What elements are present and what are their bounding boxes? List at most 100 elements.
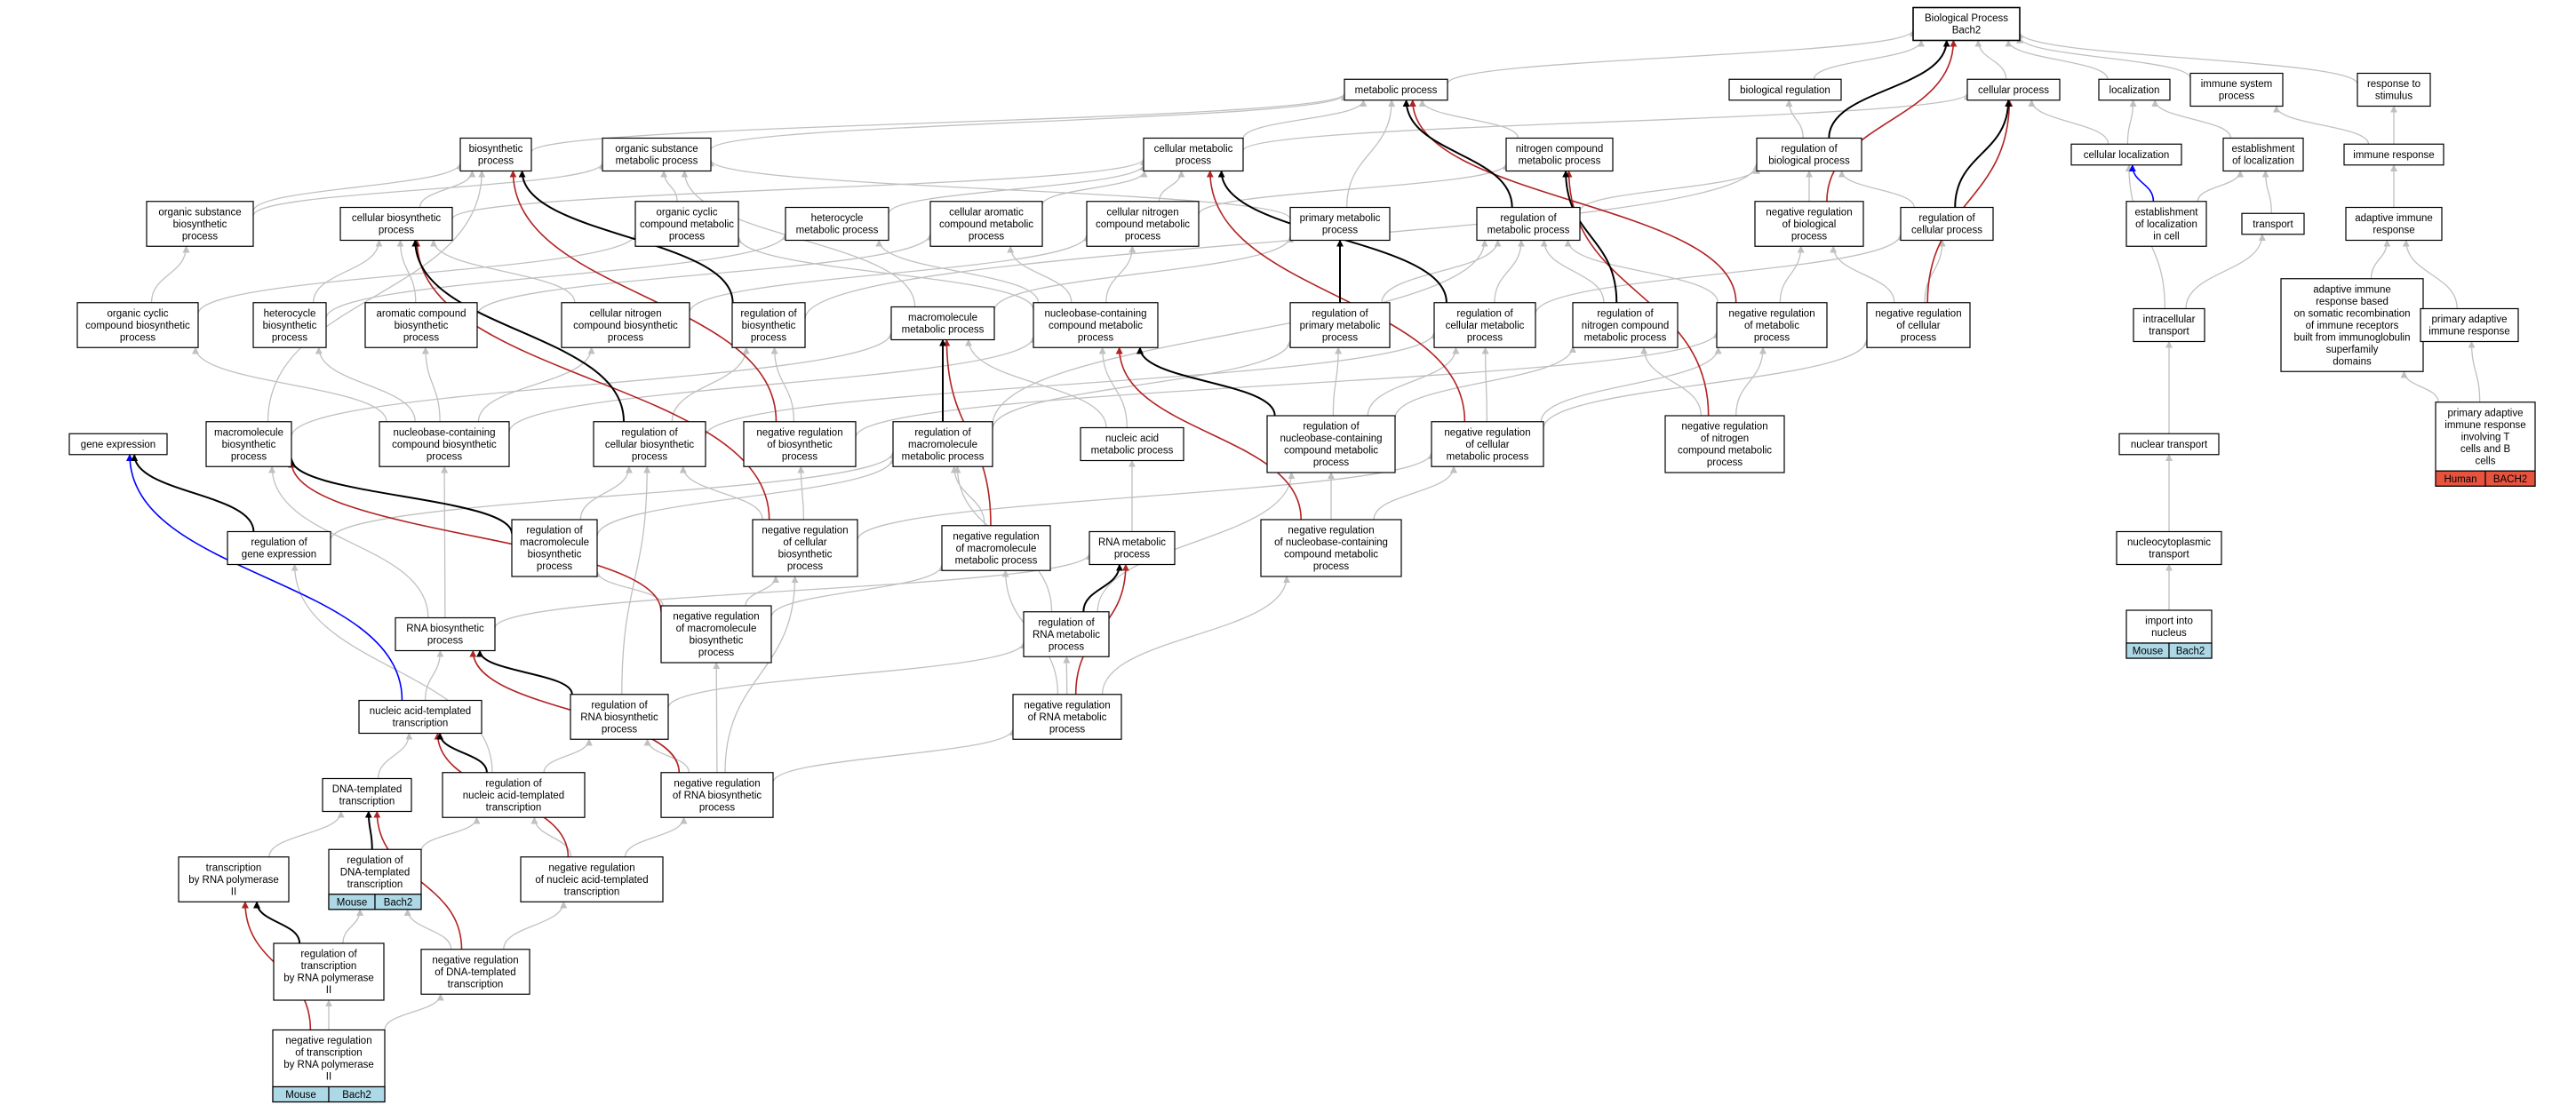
node-label-line: primary adaptive: [2431, 314, 2507, 325]
node-box: [1143, 137, 1244, 172]
node-metabolic[interactable]: metabolic process: [1344, 78, 1448, 101]
node-box: [1344, 78, 1448, 101]
node-label-line: nitrogen compound: [1582, 321, 1669, 331]
node-box: [1080, 426, 1184, 462]
node-label-line: biological process: [1768, 156, 1850, 167]
node-box: [511, 519, 598, 577]
node-cellproc[interactable]: cellular process: [1966, 78, 2061, 101]
node-bioreg[interactable]: biological regulation: [1728, 78, 1842, 101]
node-label-line: organic cyclic: [656, 207, 717, 218]
node-localization[interactable]: localization: [2098, 78, 2171, 101]
node-geneexp[interactable]: gene expression: [68, 433, 168, 456]
node-label-line: metabolic process: [616, 156, 698, 167]
node-box: [1912, 6, 2021, 42]
node-regnucmet[interactable]: regulation ofnucleobase-containingcompou…: [1266, 415, 1396, 473]
edge-negregnattrans-to-regnattrans: [530, 816, 572, 857]
node-cellloc[interactable]: cellular localization: [2070, 143, 2182, 166]
node-label-line: cells and B: [2460, 444, 2511, 455]
node-label-line: process: [1078, 332, 1114, 343]
node-label-line: nuclear transport: [2131, 440, 2208, 450]
node-label-line: II: [326, 985, 331, 996]
node-label-line: DNA-templated: [332, 784, 403, 795]
node-regmacrobio[interactable]: regulation ofmacromoleculebiosyntheticpr…: [511, 519, 598, 577]
node-label-line: process: [1791, 231, 1828, 242]
edge-regtranspol2-to-regdnatrans: [342, 909, 364, 944]
node-box: [602, 137, 712, 172]
edge-negregnucmet-to-negregcellmet: [1373, 465, 1457, 521]
node-transport[interactable]: transport: [2241, 212, 2305, 235]
node-nuctrans[interactable]: nuclear transport: [2118, 433, 2220, 456]
node-regdnatrans[interactable]: regulation ofDNA-templatedtranscriptionM…: [328, 848, 422, 910]
tag-cell: [328, 1085, 386, 1103]
node-label-line: process: [537, 561, 573, 572]
node-immresp[interactable]: immune response: [2343, 143, 2444, 166]
